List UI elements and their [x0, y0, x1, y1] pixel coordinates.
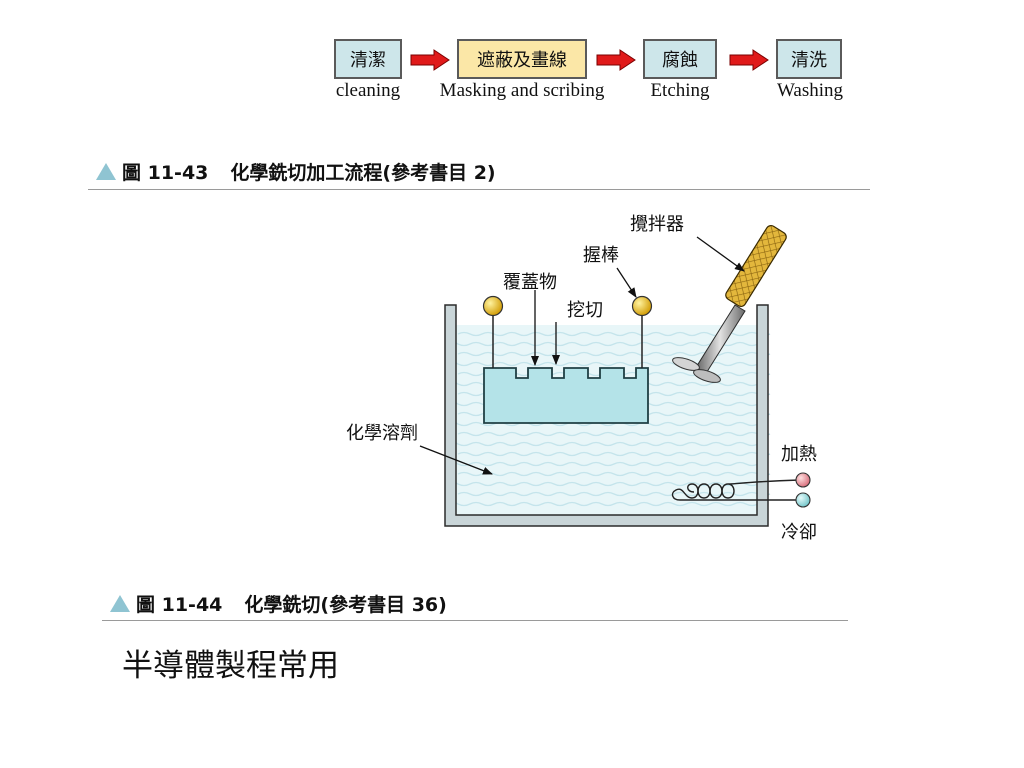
right-hanger-ball: [631, 295, 653, 317]
figure-44-title: 化學銑切(參考書目 36): [244, 594, 447, 616]
liquid-wave-line: [457, 471, 771, 477]
liquid-wave-line: [454, 461, 759, 467]
heating-coil: [671, 472, 811, 508]
stirrer-pointer: [696, 236, 745, 272]
liquid-wave-line: [454, 341, 759, 347]
liquid-wave-line: [457, 431, 771, 437]
step-etching-en: Etching: [650, 80, 710, 101]
label-cover: 覆蓋物: [503, 272, 557, 293]
figure-43-number: 圖 11-43: [122, 162, 209, 184]
left-hanger-ball: [482, 295, 504, 317]
flow-arrow-2: [596, 49, 636, 71]
step-etching-box: 腐蝕: [643, 39, 717, 79]
step-masking-box: 遮蔽及畫線: [457, 39, 587, 79]
figure-44-number: 圖 11-44: [136, 594, 223, 616]
liquid-wave-line: [454, 441, 759, 447]
solvent-pointer: [419, 445, 493, 475]
figure-43-caption: 圖 11-43 化學銑切加工流程(參考書目 2): [96, 158, 496, 185]
liquid-wave-line: [454, 501, 759, 507]
figure-44-rule: [102, 620, 848, 621]
cooling-terminal: [795, 492, 811, 508]
stirrer-knurled-handle: [725, 224, 787, 308]
flow-arrow-1: [410, 49, 450, 71]
flow-arrow-3: [729, 49, 769, 71]
stirrer-blade-left: [672, 357, 700, 371]
stirrer-blade-right: [693, 369, 721, 383]
heating-terminal: [795, 472, 811, 488]
step-cleaning-box: 清潔: [334, 39, 402, 79]
liquid-wave-line: [457, 351, 771, 357]
step-masking-zh: 遮蔽及畫線: [477, 50, 567, 71]
step-etching-zh: 腐蝕: [662, 50, 698, 71]
workpiece: [483, 367, 649, 424]
tank: [444, 304, 769, 527]
handle-pointer: [616, 267, 637, 298]
figure-43-title: 化學銑切加工流程(參考書目 2): [230, 162, 496, 184]
liquid-wave-line: [454, 481, 759, 487]
body-text: 半導體製程常用: [122, 648, 339, 684]
liquid-wave-line: [457, 491, 771, 497]
figure-43-rule: [88, 189, 870, 190]
label-solvent: 化學溶劑: [346, 423, 418, 444]
triangle-icon: [96, 163, 116, 180]
stirrer: [672, 224, 787, 383]
step-washing-en: Washing: [776, 80, 844, 101]
triangle-icon: [110, 595, 130, 612]
step-washing-zh: 清洗: [791, 50, 827, 71]
label-stirrer: 攪拌器: [630, 214, 684, 235]
step-washing-box: 清洗: [776, 39, 842, 79]
liquid-wave-line: [457, 451, 771, 457]
figure-44-caption: 圖 11-44 化學銑切(參考書目 36): [110, 590, 447, 617]
step-cleaning-zh: 清潔: [350, 50, 386, 71]
step-cleaning-en: cleaning: [335, 80, 401, 101]
label-handle: 握棒: [583, 245, 619, 266]
step-masking-en: Masking and scribing: [439, 80, 605, 101]
label-cooling: 冷卻: [781, 522, 817, 543]
label-heating: 加熱: [781, 444, 817, 465]
label-cut: 挖切: [567, 300, 603, 321]
